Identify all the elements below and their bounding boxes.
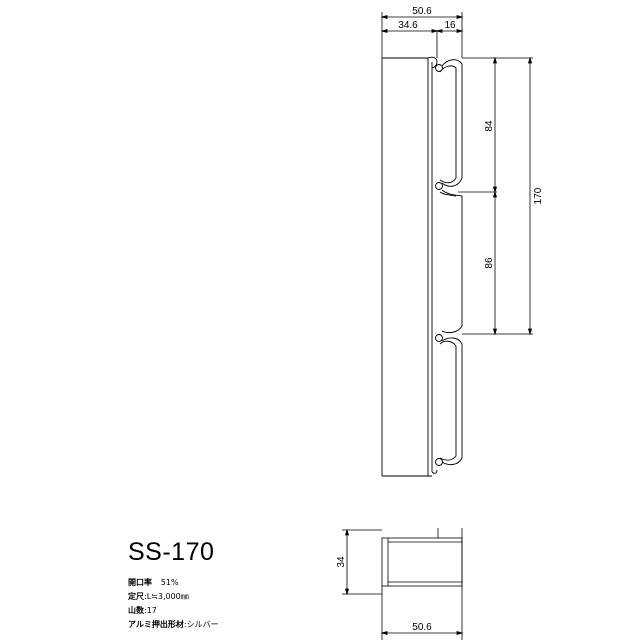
cross-section-view xyxy=(342,528,464,640)
spec-label: アルミ押出形材 xyxy=(128,620,184,629)
dim-section-height: 34 xyxy=(336,556,347,568)
spec-value: :L≒3,000㎜ xyxy=(144,592,189,601)
spec-ridges: 山数:17 xyxy=(128,604,219,618)
dim-upper-pitch: 84 xyxy=(484,120,495,132)
spec-opening-ratio: 開口率 51% xyxy=(128,576,219,590)
spec-value: :シルバー xyxy=(183,620,219,629)
spec-label: 定尺 xyxy=(128,592,144,601)
spec-block: SS-170 開口率 51% 定尺:L≒3,000㎜ 山数:17 アルミ押出形材… xyxy=(128,538,219,632)
spec-material: アルミ押出形材:シルバー xyxy=(128,618,219,632)
spec-standard-length: 定尺:L≒3,000㎜ xyxy=(128,590,219,604)
model-title: SS-170 xyxy=(128,538,215,566)
spec-value: :17 xyxy=(144,606,157,615)
dim-depth: 16 xyxy=(444,20,456,31)
dim-lower-pitch: 86 xyxy=(484,257,495,269)
dim-section-width: 50.6 xyxy=(412,622,432,633)
spec-label: 開口率 xyxy=(128,578,152,587)
dim-total-width: 50.6 xyxy=(412,6,432,17)
dim-total-height: 170 xyxy=(533,187,544,204)
profile-section xyxy=(381,56,463,477)
spec-label: 山数 xyxy=(128,606,144,615)
dim-face-width: 34.6 xyxy=(398,20,418,31)
spec-value: 51% xyxy=(160,578,179,587)
